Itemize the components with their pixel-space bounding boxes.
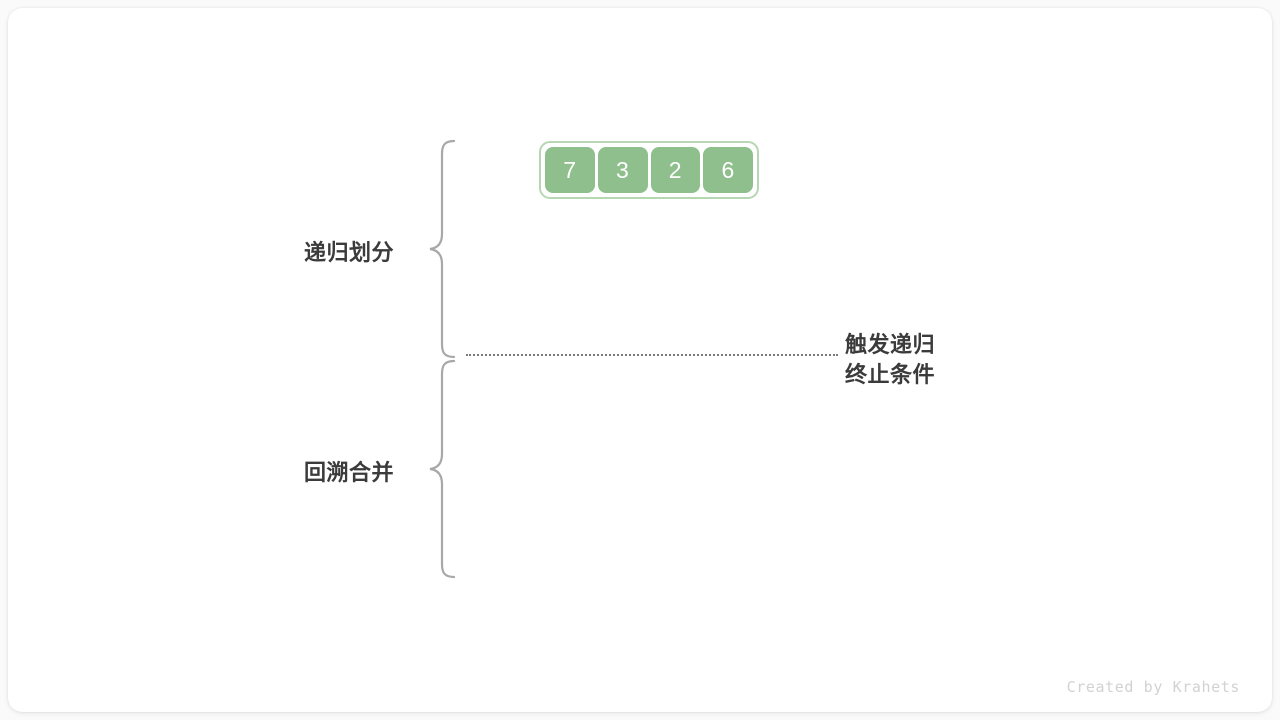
annotation-line-1: 触发递归 bbox=[845, 332, 936, 357]
credit-text: Created by Krahets bbox=[1066, 678, 1240, 696]
array-cell: 7 bbox=[545, 147, 595, 193]
array-cell: 3 bbox=[597, 147, 648, 193]
section-label-divide: 递归划分 bbox=[304, 240, 395, 265]
section-label-merge: 回溯合并 bbox=[304, 460, 395, 485]
brace-divide bbox=[426, 138, 458, 365]
array-container: 7 3 2 6 bbox=[539, 141, 759, 199]
array-cell: 6 bbox=[703, 147, 753, 193]
termination-annotation: 触发递归 终止条件 bbox=[845, 330, 935, 390]
brace-merge bbox=[426, 358, 458, 585]
phase-divider-dotted-line bbox=[466, 354, 838, 356]
array-cell: 2 bbox=[650, 147, 701, 193]
annotation-line-2: 终止条件 bbox=[845, 362, 936, 387]
figure-card bbox=[8, 8, 1272, 712]
